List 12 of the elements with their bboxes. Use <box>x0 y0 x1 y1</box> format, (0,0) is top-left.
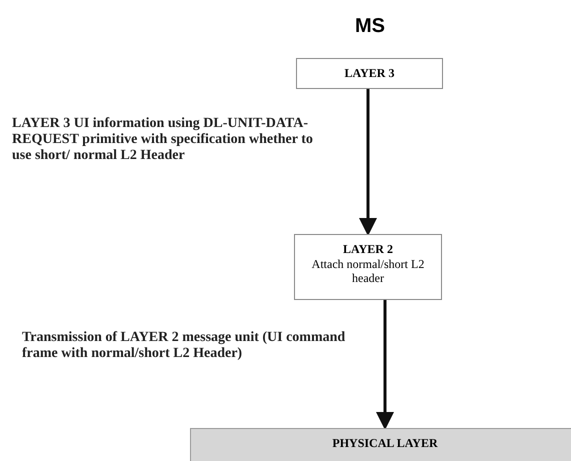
edge-label: Transmission of LAYER 2 message unit (UI command frame with normal/short L2 Header) <box>22 330 346 362</box>
edge-label: LAYER 3 UI information using DL-UNIT-DATA-REQUEST primitive with specification whether to use short/ normal L2 Header <box>12 116 314 164</box>
layer-box <box>190 428 571 461</box>
layer-box <box>294 234 442 300</box>
diagram-title: MS <box>354 16 386 36</box>
layer-name: LAYER 3 <box>344 65 394 81</box>
layer-name: PHYSICAL LAYER <box>332 435 438 451</box>
arrow <box>376 300 394 430</box>
layer-name: LAYER 2 <box>343 241 393 257</box>
layer-description: Attach normal/short L2 header <box>310 257 426 285</box>
arrow <box>359 89 377 236</box>
layer-box <box>296 58 443 89</box>
